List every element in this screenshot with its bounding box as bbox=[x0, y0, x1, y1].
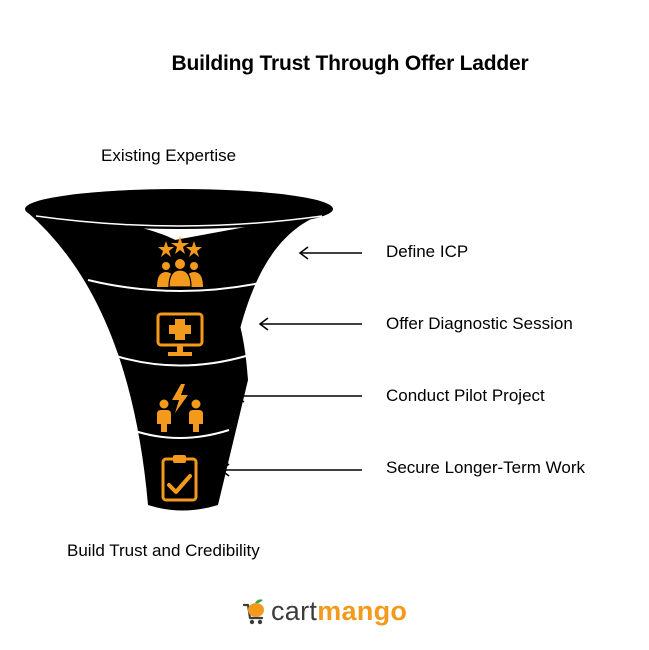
arrow-diagnostic-session bbox=[258, 317, 362, 331]
stars-group-icon bbox=[157, 236, 203, 288]
clipboard-check-icon bbox=[161, 455, 198, 502]
stage-label-1: Define ICP bbox=[386, 242, 469, 261]
stage-label-3: Conduct Pilot Project bbox=[386, 386, 545, 405]
monitor-medical-cross-icon bbox=[156, 312, 204, 356]
stage-label-2: Offer Diagnostic Session bbox=[386, 314, 573, 333]
funnel-divider-2 bbox=[115, 355, 247, 367]
funnel-bottom-label: Build Trust and Credibility bbox=[67, 541, 260, 560]
mango-cart-icon bbox=[242, 599, 264, 625]
funnel-body-right bbox=[175, 211, 332, 505]
arrow-define-icp bbox=[298, 246, 362, 260]
arrow-pilot-project bbox=[234, 389, 362, 403]
diagram-title: Building Trust Through Offer Ladder bbox=[171, 52, 529, 75]
logo-text-cart: cart bbox=[271, 595, 318, 626]
people-lightning-icon bbox=[157, 384, 203, 432]
funnel-divider-1 bbox=[87, 279, 275, 292]
funnel-divider-3 bbox=[131, 429, 230, 439]
arrow-longer-term-work bbox=[219, 463, 362, 477]
logo-text-mango: mango bbox=[317, 595, 408, 626]
stage-label-4: Secure Longer-Term Work bbox=[386, 458, 586, 477]
funnel-top-label: Existing Expertise bbox=[101, 146, 237, 165]
funnel-rim bbox=[25, 189, 333, 229]
